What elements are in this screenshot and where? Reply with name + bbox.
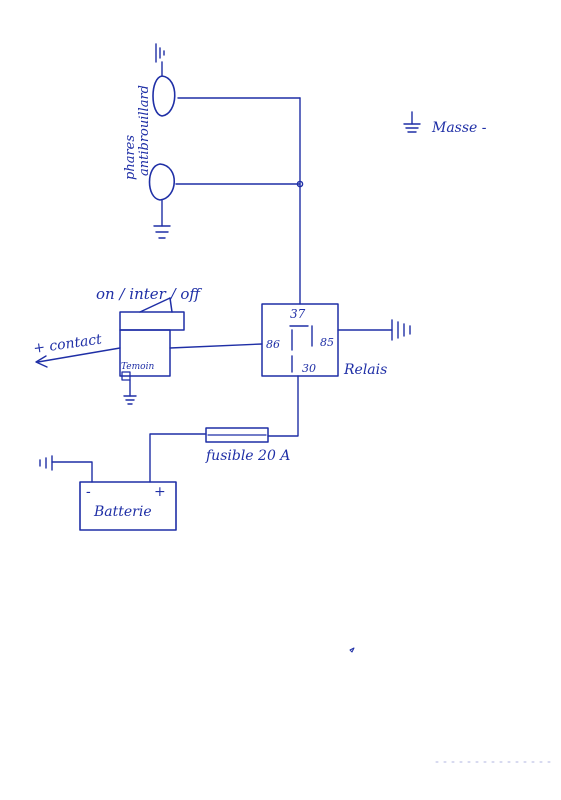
- ground-symbol-headlamp-top: [155, 43, 165, 77]
- phares-label-1: phares: [123, 135, 138, 180]
- relay-body: [261, 303, 339, 377]
- wire-relay-to-fuse: [267, 375, 299, 437]
- ground-symbol-headlamp-bottom: [153, 199, 171, 239]
- fuse-label: fusible 20 A: [205, 448, 290, 464]
- ground-legend-symbol: [403, 111, 421, 133]
- scan-marks: [349, 647, 557, 763]
- headlamp-bottom: [148, 163, 301, 201]
- fuse: [205, 427, 269, 443]
- switch-body: [119, 297, 185, 377]
- relay-pin-85: 85: [320, 336, 334, 349]
- battery-plus: +: [154, 484, 166, 500]
- relay-pin-86: 86: [266, 338, 280, 351]
- phares-label-2: antibrouillard: [137, 85, 152, 176]
- battery: [79, 481, 177, 531]
- relais-label: Relais: [343, 362, 387, 378]
- temoin-label: Temoin: [121, 362, 154, 372]
- relay-pin-30: 30: [302, 362, 316, 375]
- headlamp-top: [152, 75, 301, 117]
- masse-label: Masse -: [431, 120, 487, 136]
- ground-symbol-relay: [337, 319, 411, 341]
- wire-fuse-to-battery: [149, 433, 207, 483]
- wire-switch-to-relay: [169, 343, 263, 349]
- battery-minus: -: [86, 484, 91, 500]
- battery-label: Batterie: [93, 504, 152, 520]
- switch-label: on / inter / off: [96, 285, 202, 303]
- relay-pin-87: 37: [290, 307, 306, 321]
- ground-symbol-temoin: [123, 379, 137, 405]
- temoin-lamp: [121, 371, 131, 381]
- wire-headlamps-to-relay: [296, 97, 304, 305]
- ground-symbol-battery: [39, 455, 93, 483]
- contact-wire: [35, 347, 121, 368]
